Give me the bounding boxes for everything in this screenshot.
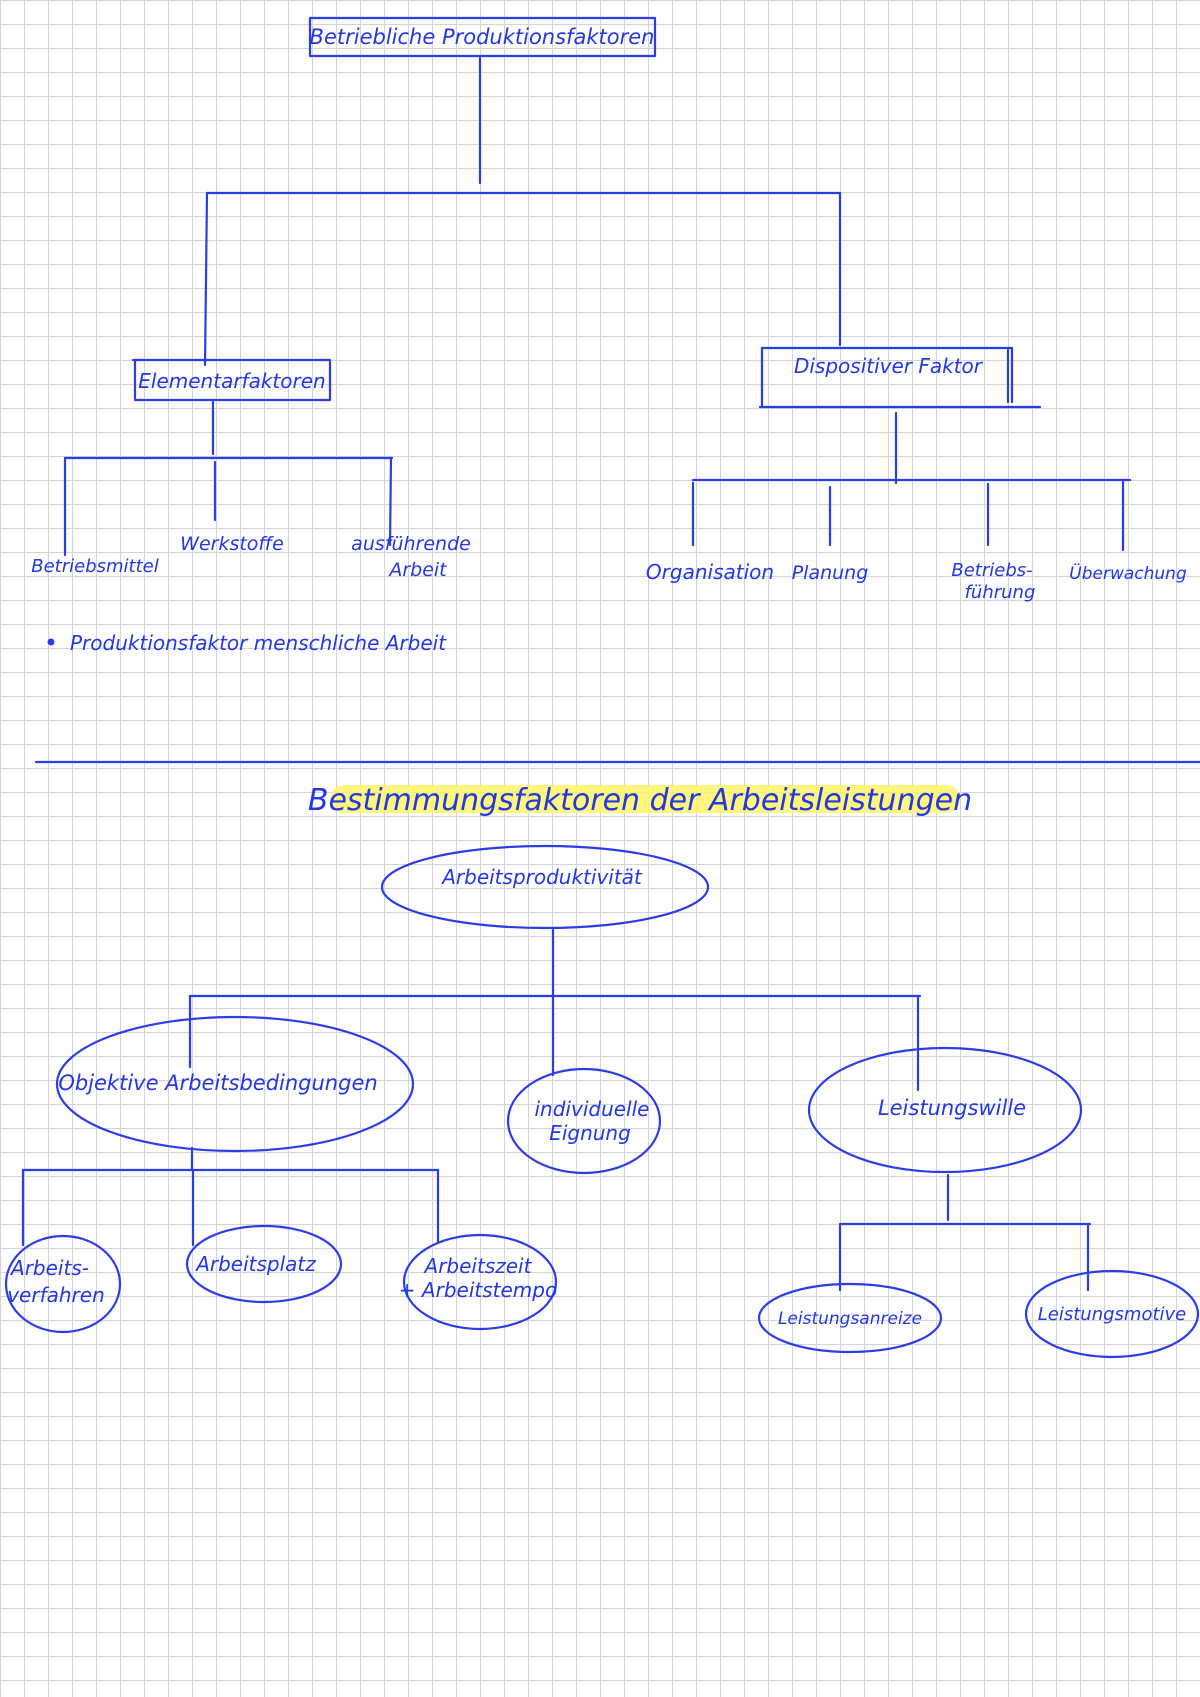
section-title: Bestimmungsfaktoren der Arbeitsleistunge… bbox=[308, 783, 972, 818]
child-betriebsmittel: Betriebsmittel bbox=[31, 556, 159, 577]
elementarfaktoren-label: Elementarfaktoren bbox=[138, 369, 325, 393]
verfahren-label-1: Arbeits- bbox=[9, 1256, 89, 1280]
dispositiver-faktor-label: Dispositiver Faktor bbox=[794, 354, 984, 378]
individual-label-1: individuelle bbox=[535, 1097, 650, 1121]
root-ellipse bbox=[380, 844, 710, 930]
individual-label-2: Eignung bbox=[549, 1121, 631, 1145]
verfahren-ellipse bbox=[4, 1234, 122, 1334]
elementar-drop-3 bbox=[388, 456, 393, 547]
root2-label: Arbeitsproduktivität bbox=[440, 865, 643, 889]
child-betriebs: Betriebs- bbox=[951, 560, 1032, 581]
title-highlight bbox=[330, 785, 960, 813]
note-bullet bbox=[47, 638, 55, 646]
objective-label: Objektive Arbeitsbedingungen bbox=[58, 1071, 377, 1095]
motive-label: Leistungsmotive bbox=[1038, 1304, 1187, 1325]
will-label: Leistungswille bbox=[878, 1096, 1026, 1120]
will-ellipse bbox=[807, 1046, 1083, 1174]
individual-ellipse bbox=[506, 1067, 662, 1175]
elementarfaktoren-box bbox=[131, 358, 332, 402]
tree-production-factors: Betriebliche Produktionsfaktoren Element… bbox=[31, 16, 1187, 655]
tree-work-performance: Bestimmungsfaktoren der Arbeitsleistunge… bbox=[4, 783, 1200, 1359]
arbeitszeit-label-1: Arbeitszeit bbox=[423, 1254, 533, 1278]
root-box bbox=[308, 16, 657, 58]
child-ausfuehrende: ausführende bbox=[351, 533, 471, 555]
child-planung: Planung bbox=[792, 562, 869, 584]
root-label: Betriebliche Produktionsfaktoren bbox=[310, 25, 655, 49]
anreize-label: Leistungsanreize bbox=[778, 1309, 922, 1329]
left-branch-drop bbox=[203, 191, 209, 367]
note-text: Produktionsfaktor menschliche Arbeit bbox=[70, 631, 447, 655]
dispositiver-faktor-box bbox=[758, 346, 1042, 409]
arbeitszeit-ellipse bbox=[402, 1233, 558, 1331]
child-arbeit: Arbeit bbox=[387, 559, 448, 581]
arbeitszeit-label-2: + Arbeitstempo bbox=[399, 1278, 557, 1302]
arbeitsplatz-ellipse bbox=[185, 1224, 343, 1304]
anreize-ellipse bbox=[757, 1282, 943, 1354]
child-ueberwachung: Überwachung bbox=[1069, 562, 1187, 584]
objective-ellipse bbox=[55, 1015, 415, 1153]
arbeitsplatz-label: Arbeitsplatz bbox=[194, 1252, 316, 1276]
child-fuehrung: führung bbox=[965, 582, 1036, 603]
verfahren-label-2: verfahren bbox=[7, 1283, 105, 1307]
child-werkstoffe: Werkstoffe bbox=[180, 533, 284, 555]
motive-ellipse bbox=[1024, 1269, 1200, 1359]
child-organisation: Organisation bbox=[646, 560, 774, 584]
